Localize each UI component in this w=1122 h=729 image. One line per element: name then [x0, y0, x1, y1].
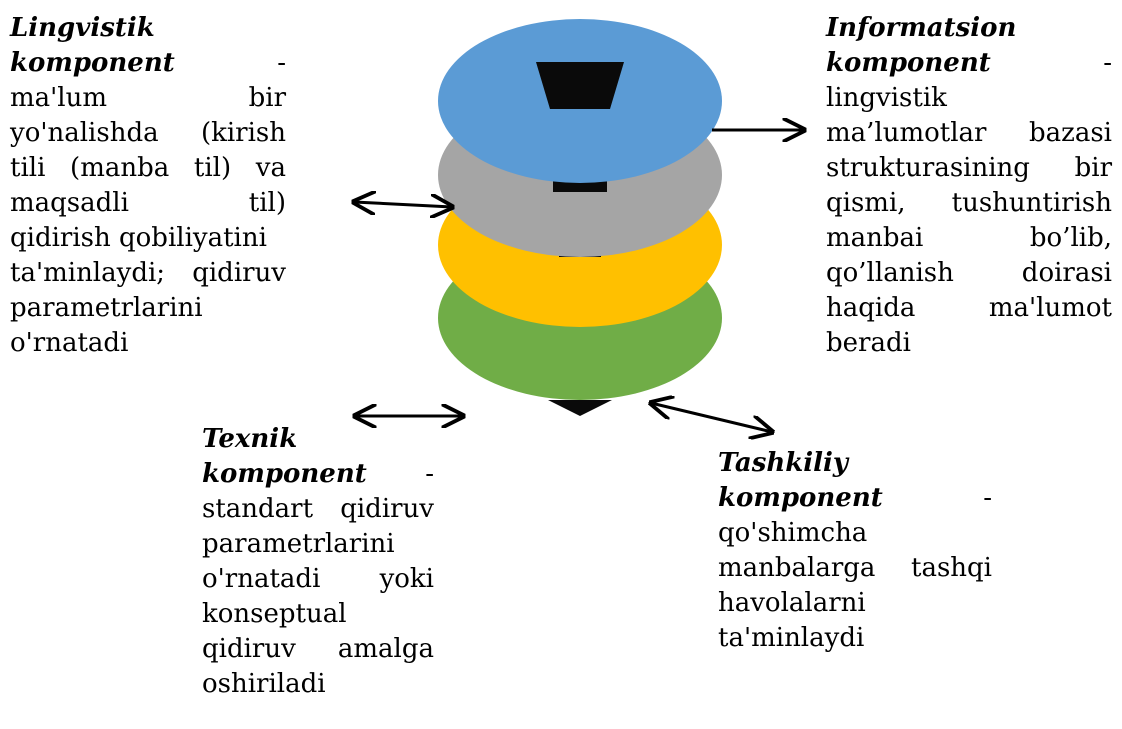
texnik-description-line: konseptual — [202, 597, 434, 632]
lingvistik-description-line: ma'lum bir — [10, 81, 286, 116]
informatsion-description-line: strukturasining bir — [826, 151, 1112, 186]
texnik-dash: - — [425, 459, 434, 489]
texnik-description-line: parametrlarini — [202, 527, 434, 562]
informatsion-description-word: manbai — [826, 223, 924, 253]
informatsion-description-line: beradi — [826, 326, 1112, 361]
lingvistik-description-line: o'rnatadi — [10, 326, 286, 361]
tashkiliy-description-line: qo'shimcha — [718, 516, 992, 551]
tashkiliy-description-line: ta'minlaydi — [718, 621, 992, 656]
informatsion-dash: - — [1103, 48, 1112, 78]
tashkiliy-description-line: havolalarni — [718, 586, 992, 621]
texnik-description-word: qidiruv — [202, 634, 296, 664]
texnik-description-line: o'rnatadi yoki — [202, 562, 434, 597]
lingvistik-description-word: ta'minlaydi; — [10, 258, 166, 288]
lingvistik-description-word: qidirish qobiliyatini — [10, 223, 267, 253]
texnik-description-line: standart qidiruv — [202, 492, 434, 527]
tashkiliy-description-line: manbalarga tashqi — [718, 551, 992, 586]
lingvistik-description-word: yo'nalishda — [10, 118, 159, 148]
texnik-description-word: parametrlarini — [202, 529, 395, 559]
texnik-description-word: o'rnatadi — [202, 564, 321, 594]
texnik-description-word: standart — [202, 494, 314, 524]
informatsion-title-second-line: komponent — [826, 48, 991, 78]
lingvistik-description-word: parametrlarini — [10, 293, 203, 323]
lingvistik-description-word: (manba — [70, 153, 170, 183]
tashkiliy-description-word: havolalarni — [718, 588, 866, 618]
informatsion-description-word: qismi, — [826, 188, 906, 218]
texnik-title-second-line: komponent — [202, 459, 367, 489]
informatsion-description-line: lingvistik — [826, 81, 1112, 116]
informatsion-description-word: ma'lumot — [988, 293, 1112, 323]
informatsion-description-line: qismi, tushuntirish — [826, 186, 1112, 221]
informatsion-description-word: strukturasining — [826, 153, 1030, 183]
lingvistik-description-word: (kirish — [200, 118, 286, 148]
texnik-description-word: oshiriladi — [202, 669, 326, 699]
informatsion-description-line: qo’llanish doirasi — [826, 256, 1112, 291]
tashkiliy-title-second-line: komponent — [718, 483, 883, 513]
lingvistik-description-word: maqsadli — [10, 188, 129, 218]
lingvistik-description-line: tili (manba til) va — [10, 151, 286, 186]
lingvistik-description-line: ta'minlaydi; qidiruv — [10, 256, 286, 291]
tashkiliy-dash: - — [983, 483, 992, 513]
lingvistik-description-line: qidirish qobiliyatini — [10, 221, 286, 256]
informatsion-description-word: haqida — [826, 293, 916, 323]
texnik-description-word: yoki — [379, 564, 434, 594]
texnik-block: Texnik komponent - standart qidiruv parametrl… — [202, 422, 434, 702]
texnik-description-line: qidiruv amalga — [202, 632, 434, 667]
informatsion-description-word: ma’lumotlar — [826, 118, 987, 148]
arrow-lingvistik — [354, 202, 452, 207]
texnik-description-line: oshiriladi — [202, 667, 434, 702]
informatsion-title: Informatsion — [826, 13, 1017, 43]
lingvistik-description-line: parametrlarini — [10, 291, 286, 326]
informatsion-description-word: tushuntirish — [951, 188, 1112, 218]
lingvistik-description-word: o'rnatadi — [10, 328, 129, 358]
informatsion-description-line: ma’lumotlar bazasi — [826, 116, 1112, 151]
tashkiliy-description-word: manbalarga — [718, 553, 876, 583]
tashkiliy-description-word: tashqi — [911, 553, 992, 583]
lingvistik-description-word: til) — [248, 188, 286, 218]
informatsion-description-word: lingvistik — [826, 83, 947, 113]
informatsion-description-line: manbai bo’lib, — [826, 221, 1112, 256]
informatsion-description-word: bazasi — [1028, 118, 1112, 148]
lingvistik-description-word: tili — [10, 153, 46, 183]
lingvistik-description-line: yo'nalishda (kirish — [10, 116, 286, 151]
lingvistik-description-word: til) — [193, 153, 232, 183]
lingvistik-title-second-line: komponent — [10, 48, 175, 78]
informatsion-description-word: doirasi — [1021, 258, 1112, 288]
tashkiliy-description-word: ta'minlaydi — [718, 623, 865, 653]
lingvistik-description-word: bir — [248, 83, 286, 113]
texnik-title: Texnik — [202, 424, 298, 454]
informatsion-description-word: bir — [1074, 153, 1112, 183]
texnik-description-word: qidiruv — [340, 494, 434, 524]
lingvistik-description-line: maqsadli til) — [10, 186, 286, 221]
lingvistik-description-word: qidiruv — [192, 258, 286, 288]
tashkiliy-description-word: qo'shimcha — [718, 518, 868, 548]
lingvistik-description-word: va — [255, 153, 286, 183]
marker-blue-trapezoid — [536, 62, 624, 109]
informatsion-description-word: beradi — [826, 328, 911, 358]
informatsion-description-word: qo’llanish — [826, 258, 954, 288]
informatsion-description-word: bo’lib, — [1029, 223, 1112, 253]
lingvistik-dash: - — [277, 48, 286, 78]
texnik-description-word: konseptual — [202, 599, 347, 629]
informatsion-description-line: haqida ma'lumot — [826, 291, 1112, 326]
tashkiliy-block: Tashkiliy komponent - qo'shimcha manbalarga t… — [718, 446, 992, 656]
lingvistik-title: Lingvistik — [10, 13, 155, 43]
texnik-description-word: amalga — [337, 634, 434, 664]
spinner-tip — [548, 400, 612, 416]
tashkiliy-title: Tashkiliy — [718, 448, 848, 478]
arrow-tashkiliy — [651, 403, 772, 432]
lingvistik-description-word: ma'lum — [10, 83, 108, 113]
